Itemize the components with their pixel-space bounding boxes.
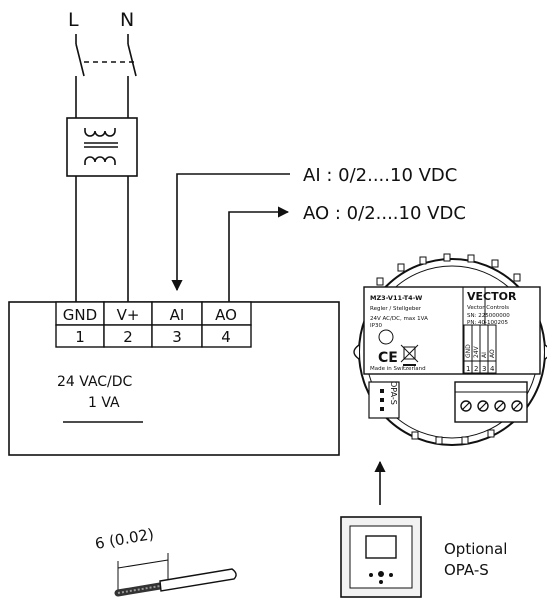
device-brand-logo: VECTOR xyxy=(467,290,517,303)
ce-mark: CE xyxy=(378,350,398,366)
weee-bin-icon xyxy=(400,344,419,366)
terminal-number: 3 xyxy=(172,328,182,346)
device-part-number: PN: 40-100205 xyxy=(467,320,509,326)
device-brand-sub: Vector Controls xyxy=(467,305,509,311)
supply-line-label: L xyxy=(68,9,79,31)
ai-signal-line xyxy=(171,173,290,292)
opa-s-unit xyxy=(340,516,422,598)
device-side-label: GND xyxy=(465,344,472,358)
device-ip: IP30 xyxy=(370,323,382,329)
power-switch xyxy=(75,34,137,118)
terminal-number: 2 xyxy=(123,328,133,346)
device-side-label: AI xyxy=(481,352,488,358)
terminal-number: 1 xyxy=(75,328,85,346)
device-back-view: CE xyxy=(353,253,547,446)
transformer xyxy=(66,117,138,302)
terminal-number: 4 xyxy=(221,328,231,346)
power-consumption: 1 VA xyxy=(88,395,120,411)
device-subtitle: Regler / Stellgeber xyxy=(370,306,422,312)
device-side-number: 3 xyxy=(482,365,486,373)
strip-length-label: 6 (0.02) xyxy=(94,525,156,553)
ao-signal-line xyxy=(228,206,290,302)
device-side-number: 4 xyxy=(490,365,495,373)
power-voltage: 24 VAC/DC xyxy=(57,374,133,390)
device-rating: 24V AC/DC, max 1VA xyxy=(370,316,428,322)
device-connector-label: OPA-S xyxy=(389,381,398,405)
stripped-wire-illustration xyxy=(114,553,237,597)
terminal-name: AO xyxy=(215,306,237,324)
device-side-number: 1 xyxy=(466,365,470,373)
device-side-number: 2 xyxy=(474,365,478,373)
terminal-name: AI xyxy=(170,306,185,324)
device-made-in: Made in Switzerland xyxy=(370,366,426,372)
device-serial: SN: 225000000 xyxy=(467,313,510,319)
terminal-name: GND xyxy=(63,306,97,324)
ai-output-label: AI : 0/2....10 VDC xyxy=(303,165,457,186)
ao-output-label: AO : 0/2....10 VDC xyxy=(303,203,466,224)
device-model: MZ3-V11-T4-W xyxy=(370,294,422,302)
supply-neutral-label: N xyxy=(120,9,134,31)
device-side-label: AO xyxy=(489,349,496,358)
opa-s-label: OPA-S xyxy=(444,561,489,579)
optional-label: Optional xyxy=(444,540,507,558)
terminal-name: V+ xyxy=(117,306,140,324)
device-side-label: 24V xyxy=(473,345,480,358)
terminal-block xyxy=(55,301,252,348)
